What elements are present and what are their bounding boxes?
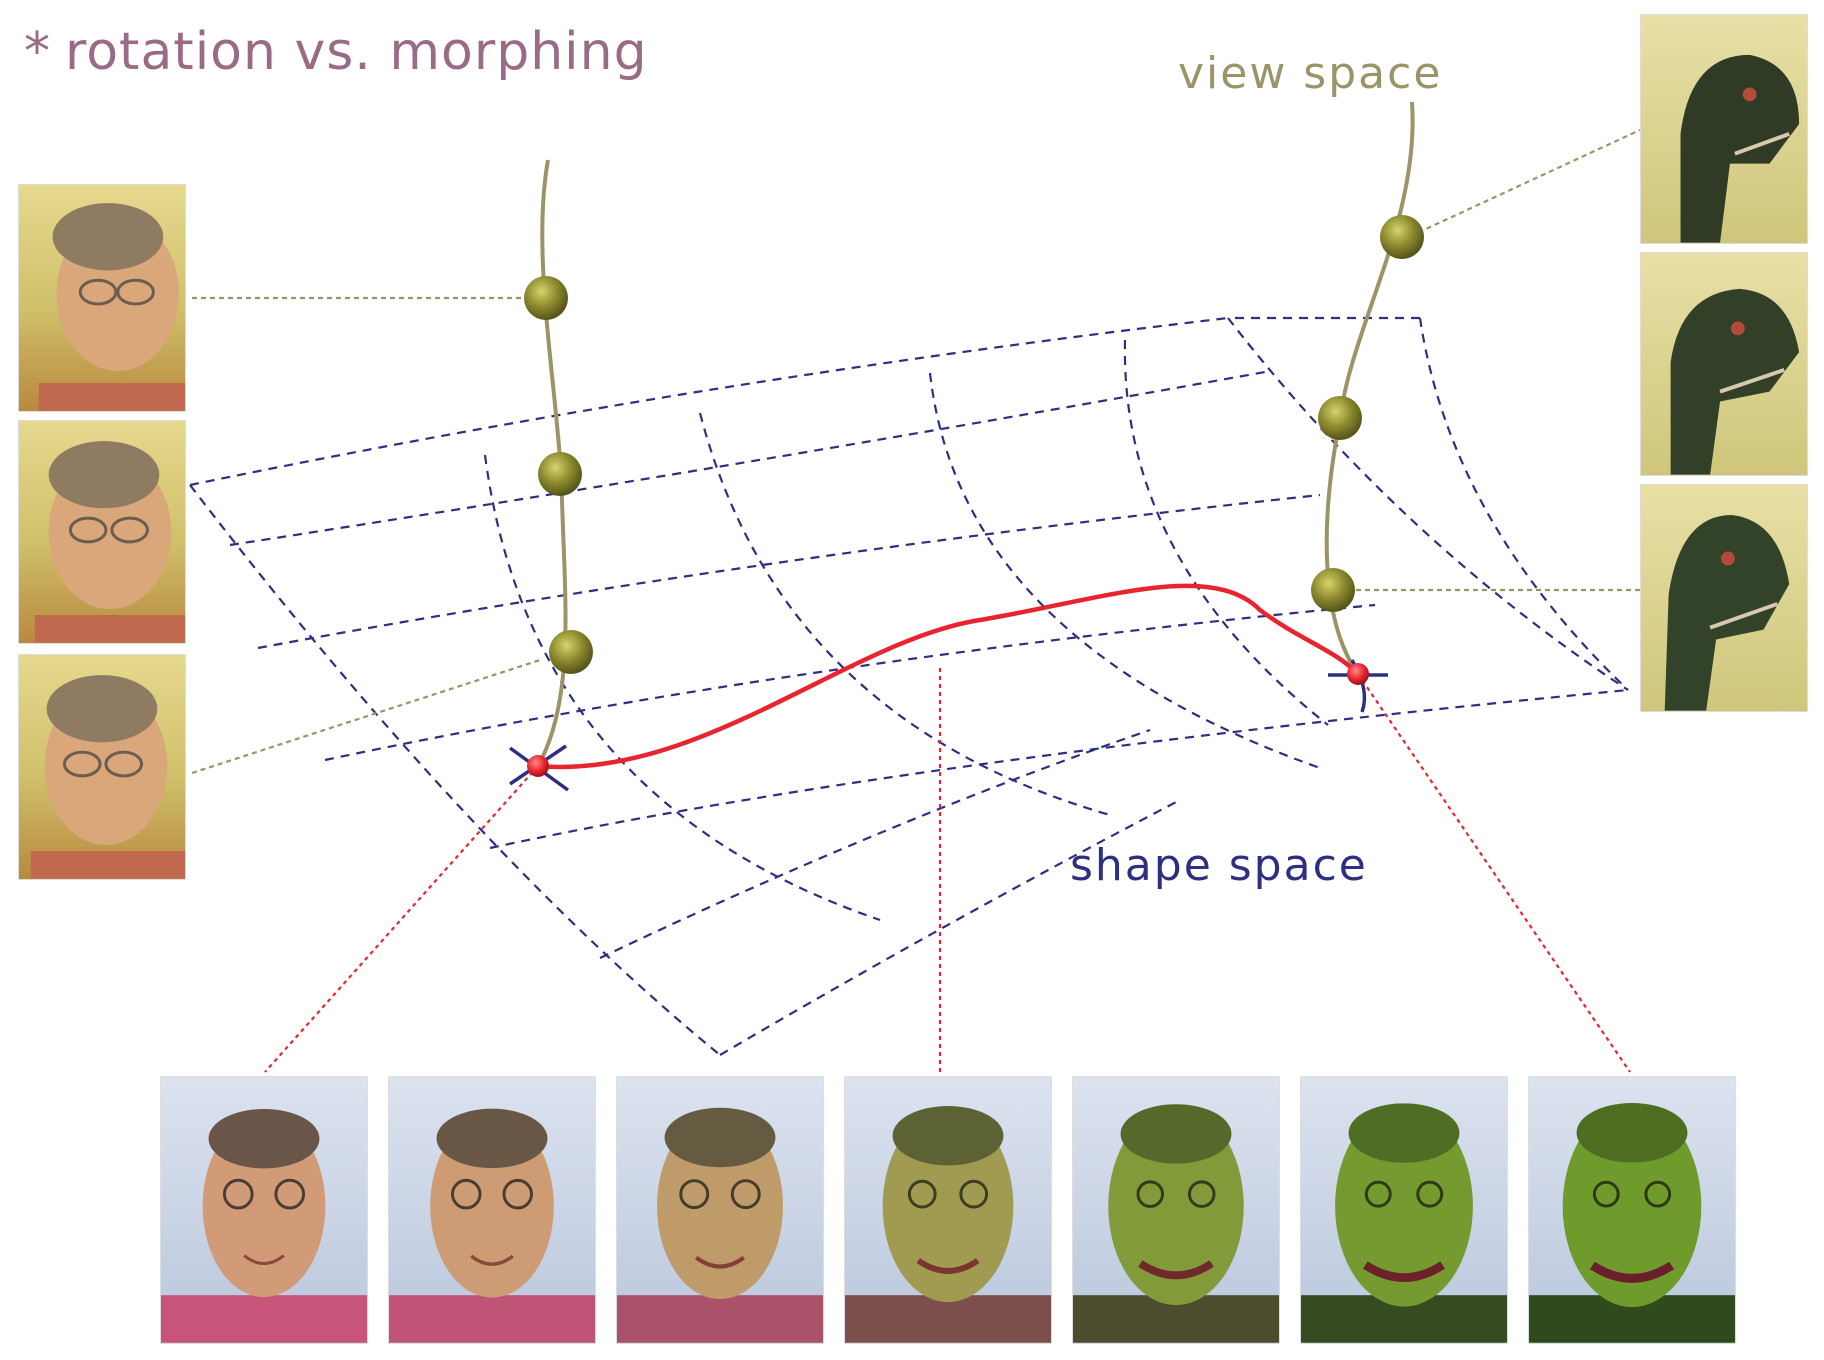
face-icon [389, 1108, 595, 1343]
person-view-1 [18, 184, 186, 412]
grid-line-v6 [1227, 317, 1629, 691]
person-face-icon [38, 203, 185, 411]
view-connectors [191, 129, 1641, 775]
dino-face-icon [1073, 1104, 1279, 1343]
view-node-left-2 [538, 452, 582, 496]
intersection-markers [508, 659, 1388, 792]
dino-head-icon [1664, 515, 1790, 711]
shape-space-label: shape space [1070, 840, 1368, 891]
dino-head-icon [1680, 54, 1800, 243]
view-node-left-1 [524, 276, 568, 320]
morph-frame-5 [1072, 1076, 1280, 1344]
morph-frame-4 [844, 1076, 1052, 1344]
view-node-right-1 [1380, 215, 1424, 259]
dino-view-1 [1640, 14, 1808, 244]
slide-title: *rotation vs. morphing [24, 22, 648, 82]
title-bullet: * [24, 22, 51, 82]
morph-frame-1 [160, 1076, 368, 1344]
person-face-icon [34, 441, 185, 643]
connector-right-1 [1401, 129, 1641, 241]
grid-line-h7 [719, 799, 1181, 1056]
grid-line-h4 [324, 603, 1376, 762]
connector-morph-end [1357, 673, 1631, 1073]
view-curve-left [536, 159, 568, 767]
grid-line-h1 [189, 316, 1229, 487]
grid-line-h3 [257, 493, 1321, 650]
title-text: rotation vs. morphing [65, 22, 648, 82]
morph-frame-3 [616, 1076, 824, 1344]
face-icon [161, 1108, 367, 1343]
dino-face-icon [1301, 1103, 1507, 1343]
grid-line-h6 [599, 728, 1151, 959]
grid-line-h5 [489, 688, 1629, 850]
view-node-right-3 [1311, 568, 1355, 612]
view-nodes [524, 215, 1424, 674]
grid-line-v4 [928, 372, 1321, 770]
view-space-curves [536, 101, 1415, 767]
grid-line-v1 [189, 484, 721, 1056]
shape-space-grid [189, 316, 1629, 1056]
view-node-right-2 [1318, 396, 1362, 440]
dino-head-icon [1670, 288, 1800, 475]
person-view-3 [18, 654, 186, 880]
connector-morph-start [264, 765, 539, 1073]
view-space-label: view space [1178, 48, 1443, 99]
grid-line-v3 [698, 412, 1111, 817]
morph-frame-2 [388, 1076, 596, 1344]
morph-frame-7 [1528, 1076, 1736, 1344]
morph-end-point [1347, 663, 1369, 685]
dino-face-icon [845, 1106, 1051, 1343]
dino-view-2 [1640, 252, 1808, 476]
face-icon [617, 1107, 823, 1343]
grid-line-v2 [483, 454, 881, 922]
grid-line-v5 [1123, 339, 1329, 726]
morph-frame-6 [1300, 1076, 1508, 1344]
morph-path [537, 583, 1360, 770]
person-face-icon [30, 675, 185, 879]
dino-view-3 [1640, 484, 1808, 712]
morph-start-point [527, 755, 549, 777]
view-node-left-3 [549, 630, 593, 674]
grid-line-v7 [1418, 317, 1629, 691]
connector-left-3 [191, 658, 541, 775]
morph-connectors [264, 668, 1631, 1073]
dino-face-icon [1529, 1103, 1735, 1343]
grid-line-h2 [229, 370, 1266, 547]
person-view-2 [18, 420, 186, 644]
